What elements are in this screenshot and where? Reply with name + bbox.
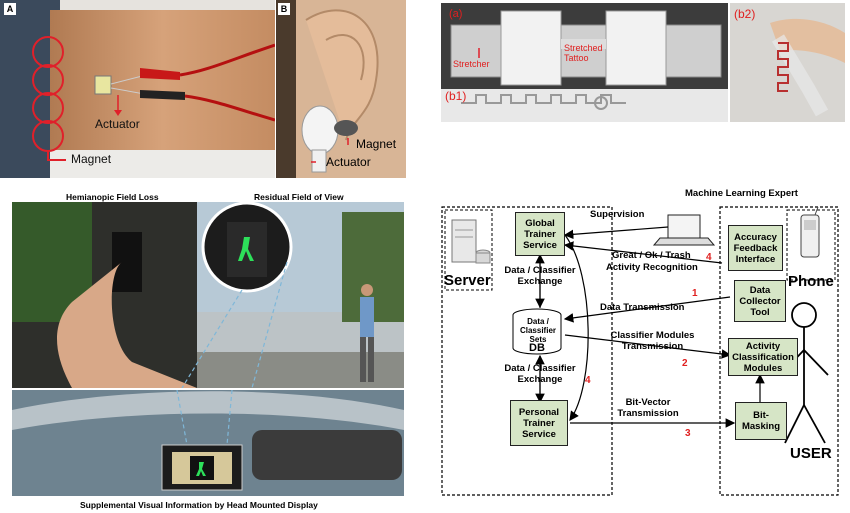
ear-photo-art: [276, 0, 406, 178]
activity-recognition-diagram: Machine Learning Expert Supervision Glob…: [430, 185, 850, 513]
finger-tattoo-art: [730, 3, 845, 122]
classifier-modules-transmission-label: Classifier Modules Transmission: [610, 330, 695, 352]
ear-actuator-device: [301, 105, 339, 155]
hmd-art: [12, 390, 404, 496]
magnet-label-b: Magnet: [356, 137, 397, 151]
panel-b2-tag: (b2): [734, 7, 756, 21]
stretcher-label: Stretcher: [453, 59, 490, 69]
server-icon: [451, 219, 477, 263]
arrow-number-3: 3: [685, 428, 691, 439]
street-scene-photo: [12, 202, 404, 388]
hemianopic-title: Hemianopic Field Loss: [66, 192, 159, 202]
supervision-label: Supervision: [590, 209, 645, 220]
ml-expert-label: Machine Learning Expert: [685, 188, 798, 199]
great-ok-trash-label: Great / Ok / Trash: [612, 250, 691, 261]
activity-recognition-label: Activity Recognition: [606, 262, 698, 273]
data-collector-box: Data Collector Tool: [734, 280, 786, 322]
panel-a-tag: A: [4, 3, 16, 15]
actuator-label-a: Actuator: [95, 117, 140, 131]
stretcher-photo: (a) Stretcher Stretched Tattoo (b1): [441, 3, 728, 122]
bit-vector-transmission-label: Bit-Vector Transmission: [617, 397, 679, 419]
server-label: Server: [444, 272, 491, 289]
street-scene-art: [12, 202, 404, 388]
ear-magnet: [334, 120, 358, 136]
head-mounted-display-photo: [12, 390, 404, 496]
global-trainer-box: Global Trainer Service: [515, 212, 565, 256]
personal-trainer-box: Personal Trainer Service: [510, 400, 568, 446]
db-sets-label: Data / Classifier Sets: [519, 317, 557, 344]
accuracy-feedback-box: Accuracy Feedback Interface: [728, 225, 783, 271]
red-clip: [140, 68, 180, 80]
db-label: DB: [529, 342, 545, 354]
actuator-label-b: Actuator: [326, 155, 371, 169]
stretcher-art: [441, 3, 728, 122]
panel-b-tag: B: [278, 3, 290, 15]
server-region: [441, 206, 613, 496]
black-clip: [140, 90, 185, 100]
wrist-photo-art: [0, 0, 275, 178]
phone-region: [719, 206, 839, 496]
finger-tattoo-photo: (b2): [730, 3, 845, 122]
wrist-actuator-photo: A Actuator Magnet: [0, 0, 275, 178]
arrow-number-2: 2: [682, 358, 688, 369]
activity-classification-box: Activity Classification Modules: [728, 338, 798, 376]
residual-field-title: Residual Field of View: [254, 192, 344, 202]
magnet-circles: [32, 36, 64, 152]
actuator-patch: [94, 75, 112, 95]
data-classifier-exchange-top-label: Data / Classifier Exchange: [504, 265, 576, 287]
stretched-tattoo-label: Stretched Tattoo: [564, 43, 603, 63]
diagram-lines: [441, 206, 839, 496]
arrow-number-4a: 4: [706, 252, 712, 263]
user-stick-figure: [779, 302, 829, 444]
panel-b1-tag: (b1): [445, 89, 467, 103]
arrow-number-4b: 4: [585, 375, 591, 386]
data-classifier-exchange-bottom-label: Data / Classifier Exchange: [504, 363, 576, 385]
laptop-icon: [667, 214, 701, 239]
user-label: USER: [790, 445, 832, 462]
magnet-label-a: Magnet: [71, 152, 112, 166]
db-cylinder: [512, 308, 562, 355]
hmd-caption: Supplemental Visual Information by Head …: [80, 500, 318, 510]
ear-actuator-photo: B Magnet Actuator: [276, 0, 406, 178]
phone-label: Phone: [788, 273, 834, 290]
panel-b1a-tag: (a): [449, 8, 463, 20]
bit-masking-box: Bit-Masking: [735, 402, 787, 440]
data-transmission-label: Data Transmission: [600, 302, 685, 313]
arrow-number-1: 1: [692, 288, 698, 299]
